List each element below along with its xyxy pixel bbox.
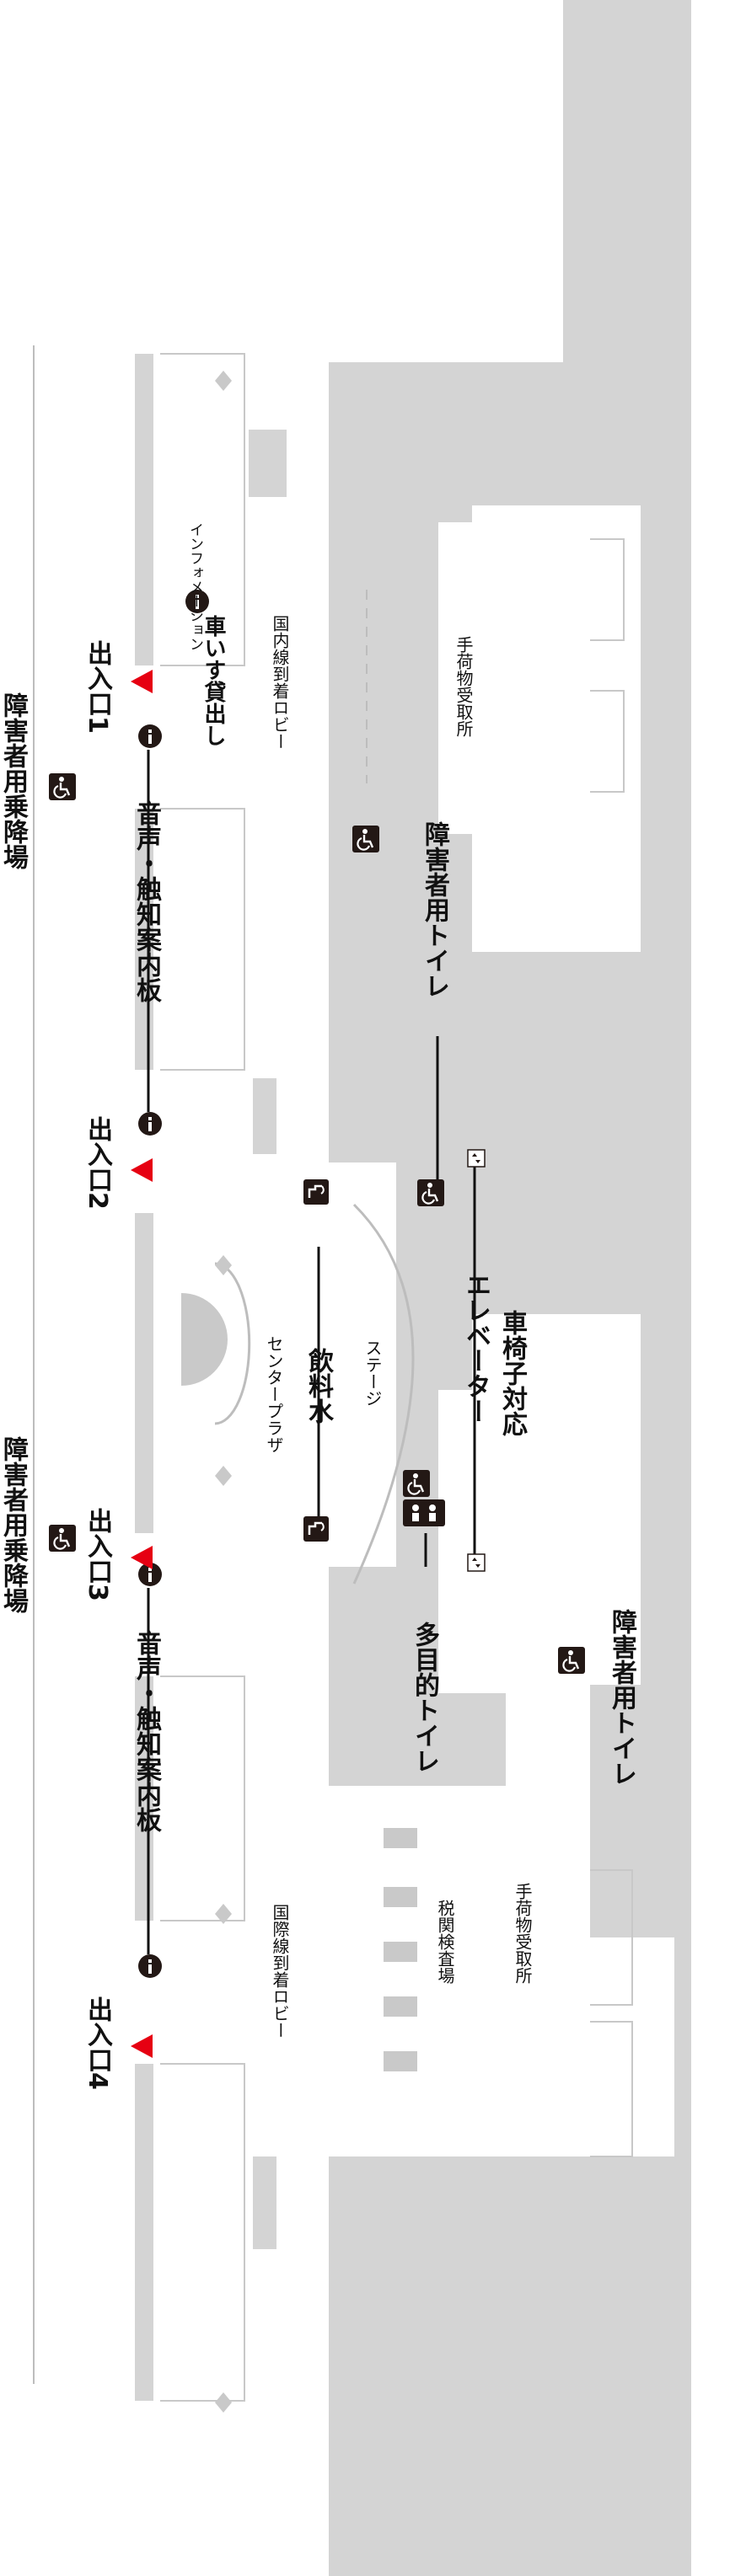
wheelchair-icon bbox=[416, 1178, 446, 1208]
accessible-dropoff-label-bottom: 障害者用乗降場 bbox=[0, 1436, 28, 1613]
drinking-water-icon bbox=[302, 1178, 330, 1206]
drinking-water-icon bbox=[302, 1515, 330, 1543]
multipurpose-toilet-label: 多目的トイレ bbox=[410, 1622, 439, 1773]
wheelchair-icon bbox=[401, 1468, 432, 1499]
entrance-triangle-icon bbox=[131, 1546, 153, 1569]
center-plaza-label: センタープラザ bbox=[264, 1335, 284, 1453]
wheelchair-elevator-label: 車椅子対応 bbox=[497, 1310, 527, 1436]
building-walls bbox=[135, 0, 691, 2576]
customs-label: 税関検査場 bbox=[435, 1900, 455, 1984]
wheelchair-icon bbox=[556, 1645, 587, 1675]
entrance-3-label: 出入口3 bbox=[83, 1508, 112, 1601]
entrance-2-label: 出入口2 bbox=[83, 1116, 112, 1210]
tactile-board-label-top: 音声・触知案内板 bbox=[131, 800, 161, 1002]
information-label: インフォメーション bbox=[186, 522, 203, 651]
wheelchair-icon bbox=[351, 824, 381, 854]
elevator-icon bbox=[467, 1553, 486, 1572]
accessible-toilet-label-bottom: 障害者用トイレ bbox=[607, 1609, 636, 1786]
customs-booths bbox=[384, 1828, 417, 2071]
interior-outlines bbox=[160, 353, 633, 2402]
wheelchair-icon bbox=[47, 1523, 78, 1553]
elevator-icon bbox=[467, 1149, 486, 1168]
domestic-arrival-lobby-label: 国内線到着ロビー bbox=[270, 615, 290, 750]
wheelchair-icon bbox=[47, 772, 78, 802]
accessible-toilet-label-top: 障害者用トイレ bbox=[420, 821, 449, 998]
tactile-board-label-bottom: 音声・触知案内板 bbox=[131, 1630, 161, 1832]
elevator-label: エレベーター bbox=[461, 1272, 491, 1424]
baggage-claim-label-bottom: 手荷物受取所 bbox=[513, 1883, 533, 1984]
wheelchair-rental-label: 車いす貸出し bbox=[201, 615, 226, 746]
stage-label: ステージ bbox=[362, 1339, 383, 1407]
stage-shape bbox=[181, 1293, 228, 1386]
entrance-4-label: 出入口4 bbox=[83, 1996, 112, 2090]
entrance-triangle-icon bbox=[131, 1158, 153, 1182]
information-icon bbox=[138, 724, 162, 748]
leader-lines bbox=[147, 750, 476, 1954]
accessible-dropoff-label-top: 障害者用乗降場 bbox=[0, 692, 28, 869]
column-markers bbox=[215, 371, 232, 2413]
information-icon bbox=[138, 1112, 162, 1136]
entrance-triangle-icon bbox=[131, 2034, 153, 2058]
information-icon bbox=[138, 1954, 162, 1978]
international-arrival-lobby-label: 国際線到着ロビー bbox=[270, 1904, 290, 2039]
entrance-triangle-icon bbox=[131, 670, 153, 693]
baby-care-icon bbox=[403, 1499, 445, 1526]
drinking-water-label: 飲料水 bbox=[303, 1348, 333, 1424]
entrance-1-label: 出入口1 bbox=[83, 640, 112, 734]
baggage-claim-label-top: 手荷物受取所 bbox=[454, 636, 474, 737]
